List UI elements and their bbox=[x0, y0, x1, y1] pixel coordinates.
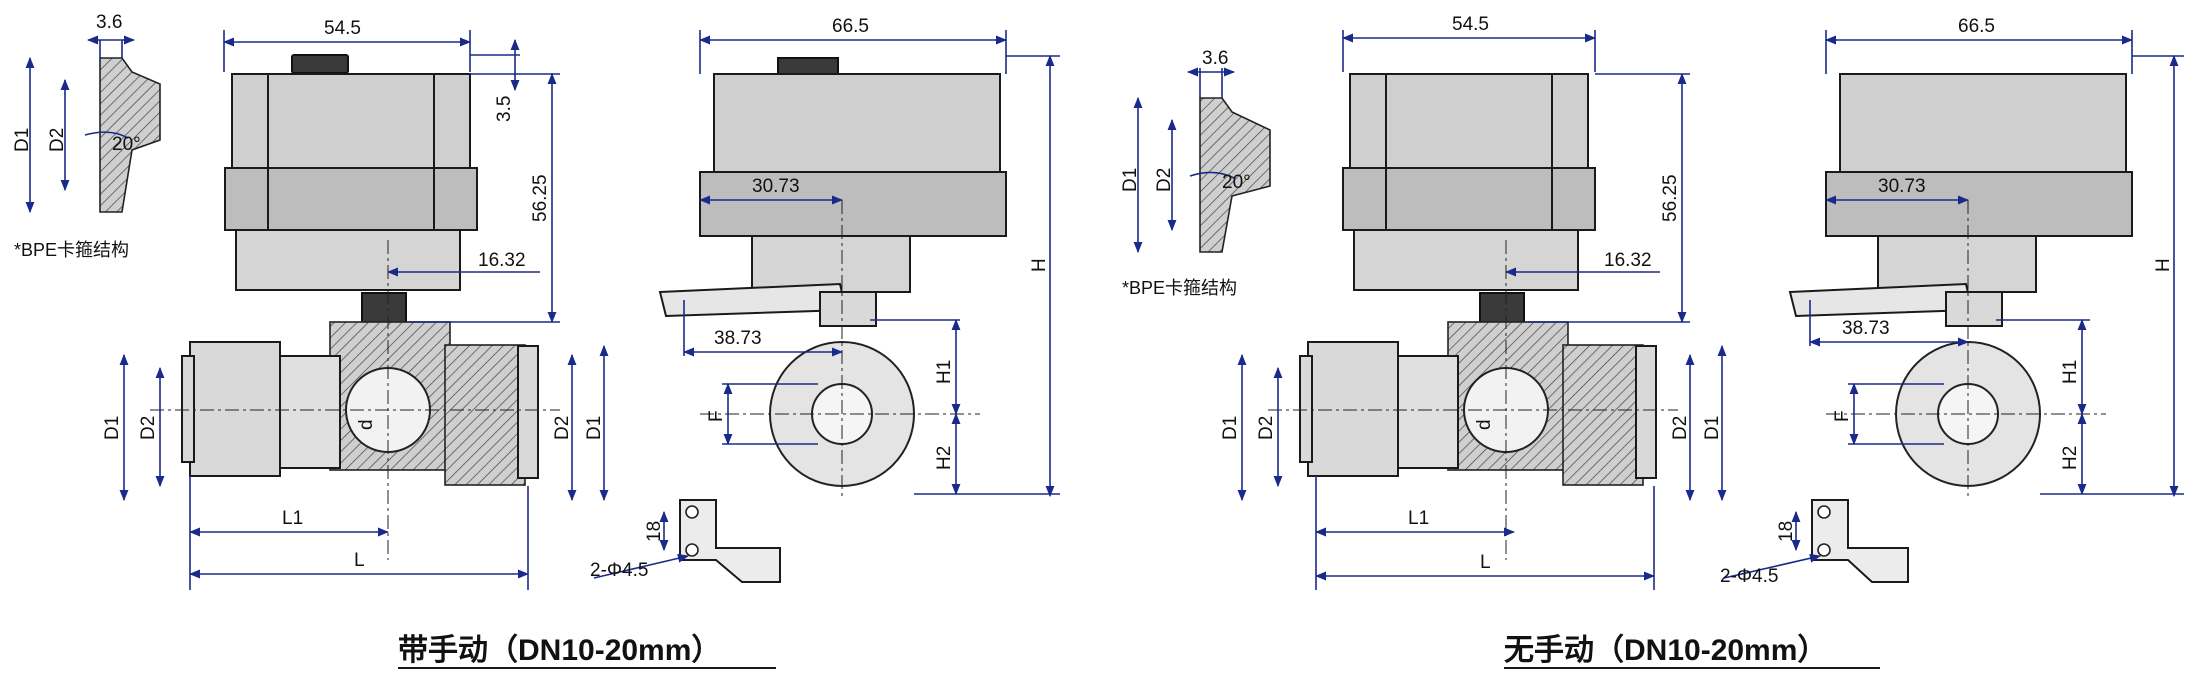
side-knob-icon bbox=[777, 57, 839, 75]
side-view: 66.5 H 30.73 38.73 H1 H2 F bbox=[658, 16, 1060, 500]
actuator-height-label: 56.25 bbox=[530, 174, 551, 222]
total-h-label: H bbox=[2153, 258, 2174, 272]
d2-left-label: D2 bbox=[1256, 416, 1277, 440]
d1-label: D1 bbox=[12, 128, 33, 152]
bracket-holes-label: 2-Φ4.5 bbox=[1720, 566, 1778, 587]
d1-label: D1 bbox=[1120, 168, 1141, 192]
d1-left-label: D1 bbox=[1220, 416, 1241, 440]
h1-label: H1 bbox=[2060, 360, 2081, 384]
offset-front-label: 16.32 bbox=[478, 250, 526, 271]
d1-right-label: D1 bbox=[584, 416, 605, 440]
offset-side-low-label: 38.73 bbox=[714, 328, 762, 349]
offset-front-label: 16.32 bbox=[1604, 250, 1652, 271]
angle-label: 20° bbox=[1222, 172, 1251, 193]
angle-label: 20° bbox=[112, 134, 141, 155]
width-label: 54.5 bbox=[324, 18, 361, 39]
width-label: 54.5 bbox=[1452, 14, 1489, 35]
flange-thickness-label: 3.6 bbox=[1202, 48, 1228, 69]
mount-plate-icon bbox=[1788, 282, 1974, 318]
offset-side-top-label: 30.73 bbox=[752, 176, 800, 197]
f-label: F bbox=[1832, 410, 1853, 422]
panel-caption: 无手动（DN10-20mm） bbox=[1504, 633, 1827, 667]
h2-label: H2 bbox=[2060, 446, 2081, 470]
manual-lever-icon bbox=[658, 282, 848, 318]
clamp-profile-detail: 3.6 D1 D2 20° *BPE卡箍结构 bbox=[1120, 48, 1271, 298]
f-label: F bbox=[706, 410, 727, 422]
bracket-height-label: 18 bbox=[644, 521, 665, 542]
stem-block bbox=[361, 292, 407, 324]
d2-left-label: D2 bbox=[138, 416, 159, 440]
l1-label: L1 bbox=[1408, 508, 1429, 529]
manual-knob-icon bbox=[291, 54, 349, 74]
d2-label: D2 bbox=[47, 128, 68, 152]
d2-right-label: D2 bbox=[552, 416, 573, 440]
bracket-detail: 18 2-Φ4.5 bbox=[1720, 499, 1909, 587]
d1-right-label: D1 bbox=[1702, 416, 1723, 440]
front-view: d 54.5 3.5 56.25 16.32 D1 D2 D2 D1 bbox=[102, 18, 609, 590]
offset-side-top-label: 30.73 bbox=[1878, 176, 1926, 197]
clamp-note: *BPE卡箍结构 bbox=[1122, 278, 1237, 298]
stem-block bbox=[1479, 292, 1525, 324]
bracket-holes-label: 2-Φ4.5 bbox=[590, 560, 648, 581]
total-h-label: H bbox=[1029, 258, 1050, 272]
actuator-height-label: 56.25 bbox=[1660, 174, 1681, 222]
l1-label: L1 bbox=[282, 508, 303, 529]
depth-label: 66.5 bbox=[832, 16, 869, 37]
bore-d-label: d bbox=[1474, 419, 1495, 430]
panel-with-manual: 3.6 D1 D2 20° *BPE卡箍结构 bbox=[12, 12, 1060, 669]
l-label: L bbox=[1480, 552, 1491, 573]
clamp-note: *BPE卡箍结构 bbox=[14, 240, 129, 260]
d2-label: D2 bbox=[1154, 168, 1175, 192]
front-view: d 54.5 56.25 16.32 D1 D2 D2 D1 L1 L bbox=[1220, 14, 1727, 590]
flange-thickness-label: 3.6 bbox=[96, 12, 122, 33]
side-view: 66.5 H 30.73 38.73 H1 H2 F bbox=[1788, 16, 2184, 500]
d2-right-label: D2 bbox=[1670, 416, 1691, 440]
panel-without-manual: 3.6 D1 D2 20° *BPE卡箍结构 d bbox=[1120, 14, 2184, 669]
depth-label: 66.5 bbox=[1958, 16, 1995, 37]
h2-label: H2 bbox=[934, 446, 955, 470]
clamp-profile-detail: 3.6 D1 D2 20° *BPE卡箍结构 bbox=[12, 12, 161, 260]
h1-label: H1 bbox=[934, 360, 955, 384]
cap-height-label: 3.5 bbox=[494, 96, 515, 122]
bore-d-label: d bbox=[356, 419, 377, 430]
bracket-detail: 18 2-Φ4.5 bbox=[590, 499, 781, 583]
l-label: L bbox=[354, 550, 365, 571]
panel-caption: 带手动（DN10-20mm） bbox=[398, 633, 721, 667]
offset-side-low-label: 38.73 bbox=[1842, 318, 1890, 339]
d1-left-label: D1 bbox=[102, 416, 123, 440]
bracket-height-label: 18 bbox=[1776, 521, 1797, 542]
